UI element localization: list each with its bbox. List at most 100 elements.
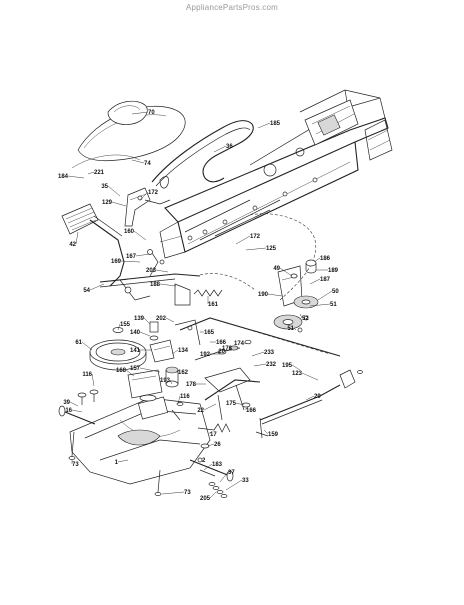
callout-leader-35 [107,185,121,197]
callout-leader-29 [305,395,315,401]
callout-leader-26 [207,443,215,447]
callout-label-20: 20 [218,349,225,355]
callout-leader-175 [235,402,245,406]
callout-label-36: 36 [226,144,233,150]
callout-leader-174 [243,342,251,345]
callout-label-195: 195 [282,363,293,369]
callout-label-74: 74 [144,161,151,167]
callout-label-172a: 172 [148,190,159,196]
callout-leader-74 [131,159,145,164]
callout-label-183: 183 [212,462,223,468]
callout-leader-140 [139,331,151,337]
callout-leaders [67,111,333,499]
callout-label-52: 52 [302,316,309,322]
callout-leader-202 [165,317,175,323]
callout-leader-195 [291,364,301,371]
callout-leader-139 [143,317,151,325]
callout-leader-52 [299,313,303,319]
callout-leader-61 [81,341,93,351]
callout-label-141: 141 [130,348,141,354]
callout-leader-233 [251,351,265,357]
callout-leader-50 [317,290,333,301]
callout-leader-22 [203,403,217,411]
callout-label-184: 184 [58,174,69,180]
callout-label-157: 157 [130,366,141,372]
callout-label-51b: 51 [287,326,294,332]
callout-label-39: 39 [63,400,70,406]
callout-leader-184 [67,175,85,179]
callout-leader-116a [91,373,95,387]
callout-label-202: 202 [156,316,167,322]
callout-label-22: 22 [197,408,204,414]
callout-label-166b: 166 [246,408,257,414]
callout-leader-73b [161,491,185,495]
callout-leader-193 [169,379,173,385]
callout-label-233: 233 [264,350,275,356]
fender-part [71,100,186,169]
callout-label-162: 162 [178,370,189,376]
callout-label-140: 140 [130,330,141,336]
callout-label-73b: 73 [184,490,191,496]
callout-leader-155 [117,323,121,331]
callout-leader-1 [117,459,129,463]
callout-leader-232 [253,363,267,367]
callout-label-232: 232 [266,362,277,368]
callout-leader-203 [155,269,169,273]
callout-leader-54 [89,283,105,291]
callout-label-166: 166 [216,340,227,346]
callout-leader-188 [159,283,177,287]
callout-leader-187 [309,278,321,285]
callout-label-49: 49 [273,266,280,272]
callout-label-221: 221 [94,170,105,176]
callout-leader-33 [225,479,243,491]
callout-label-51a: 51 [330,302,337,308]
callout-label-134: 134 [178,348,189,354]
callout-leader-51a [309,303,331,307]
callout-leader-39 [69,401,79,407]
callout-label-192: 192 [200,352,211,358]
callout-label-175: 175 [226,401,237,407]
callout-leader-42 [75,231,79,245]
transaxle-part [58,369,234,496]
callout-label-188: 188 [150,282,161,288]
callout-leader-183 [203,463,213,471]
callout-label-16: 16 [65,408,72,414]
callout-label-33: 33 [242,478,249,484]
callout-leader-169 [120,260,141,263]
callout-label-139: 139 [134,316,145,322]
callout-leader-116b [177,395,181,405]
callout-label-169: 169 [111,259,122,265]
callout-label-37: 37 [228,470,235,476]
callout-label-42: 42 [69,242,76,248]
callout-label-116b: 116 [180,394,190,400]
callout-label-160: 160 [124,229,135,235]
callout-label-73a: 73 [72,462,79,468]
callout-label-29: 29 [314,394,321,400]
drive-belt-part [151,119,254,189]
callout-leader-159 [263,429,269,435]
callout-label-190: 190 [258,292,269,298]
callout-leader-205 [209,491,217,499]
callout-label-155: 155 [120,322,131,328]
callout-leader-49 [279,267,293,277]
callout-leader-167a [135,253,151,257]
callout-label-167a: 167 [126,254,137,260]
hardware-parts [77,389,231,498]
callout-label-70: 70 [148,110,155,116]
callout-leader-186 [313,257,321,263]
callout-label-35: 35 [101,184,108,190]
callout-label-129: 129 [102,200,113,206]
callout-leader-172b [235,235,251,245]
callout-label-54: 54 [83,288,90,294]
callout-leader-168 [125,369,135,377]
callout-leader-123 [301,372,319,381]
callout-label-116a: 116 [82,372,92,378]
pedal-bracket-part [124,187,171,227]
callout-label-26: 26 [214,442,221,448]
callout-leader-160 [133,230,147,241]
callout-label-203: 203 [146,268,157,274]
callout-label-176: 176 [222,346,233,352]
callout-label-205: 205 [200,496,211,502]
